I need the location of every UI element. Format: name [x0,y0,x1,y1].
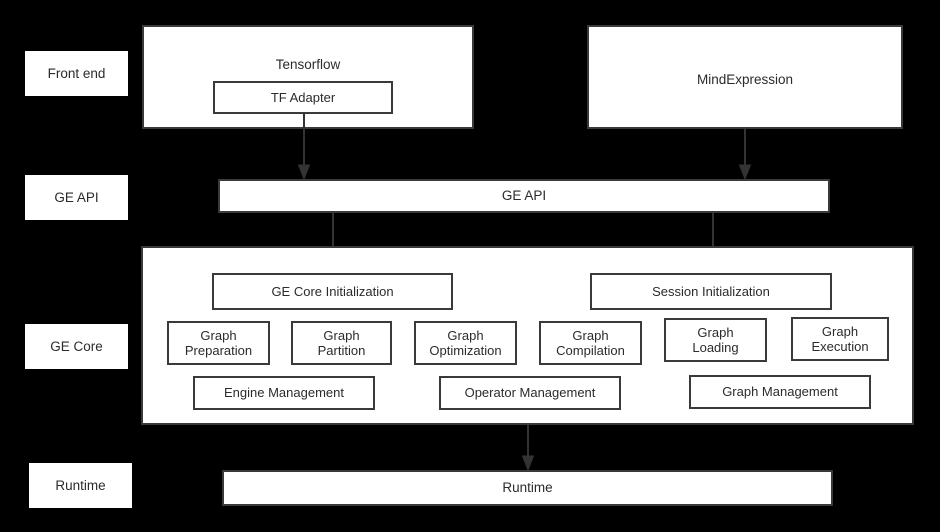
runtime-bar: Runtime [222,470,833,506]
graph-optimization-line2: Optimization [429,343,502,358]
graph-preparation-line2: Preparation [184,343,253,358]
graph-management-box: Graph Management [689,375,871,409]
graph-compilation-line2: Compilation [556,343,625,358]
session-initialization-box: Session Initialization [590,273,832,310]
connector-mindexpression-to-ge-api [738,129,752,180]
graph-loading-line2: Loading [692,340,739,355]
ge-core-initialization-box: GE Core Initialization [212,273,453,310]
graph-compilation-line1: Graph [572,327,609,343]
connector-ge-core-to-runtime [521,425,535,471]
mindexpression-title: MindExpression [696,72,794,87]
graph-partition-box: Graph Partition [291,321,392,365]
graph-partition-line1: Graph [323,327,360,343]
graph-loading-box: Graph Loading [664,318,767,362]
mindexpression-panel: MindExpression [587,25,903,129]
graph-partition-line2: Partition [317,343,366,358]
layer-label-ge-core: GE Core [25,324,128,369]
layer-label-runtime: Runtime [29,463,132,508]
tensorflow-title: Tensorflow [275,57,341,72]
graph-execution-line2: Execution [811,339,869,354]
connector-tf-adapter-to-ge-api [297,113,311,180]
graph-execution-box: Graph Execution [791,317,889,361]
layer-label-front-end: Front end [25,51,128,96]
engine-management-box: Engine Management [193,376,375,410]
graph-execution-line1: Graph [821,323,859,339]
operator-management-box: Operator Management [439,376,621,410]
graph-optimization-box: Graph Optimization [414,321,517,365]
graph-preparation-line1: Graph [200,327,237,343]
graph-preparation-box: Graph Preparation [167,321,270,365]
graph-compilation-box: Graph Compilation [539,321,642,365]
tf-adapter-box: TF Adapter [213,81,393,114]
graph-optimization-line1: Graph [447,327,484,343]
graph-loading-line1: Graph [697,324,734,340]
layer-label-ge-api: GE API [25,175,128,220]
ge-api-bar: GE API [218,179,830,213]
